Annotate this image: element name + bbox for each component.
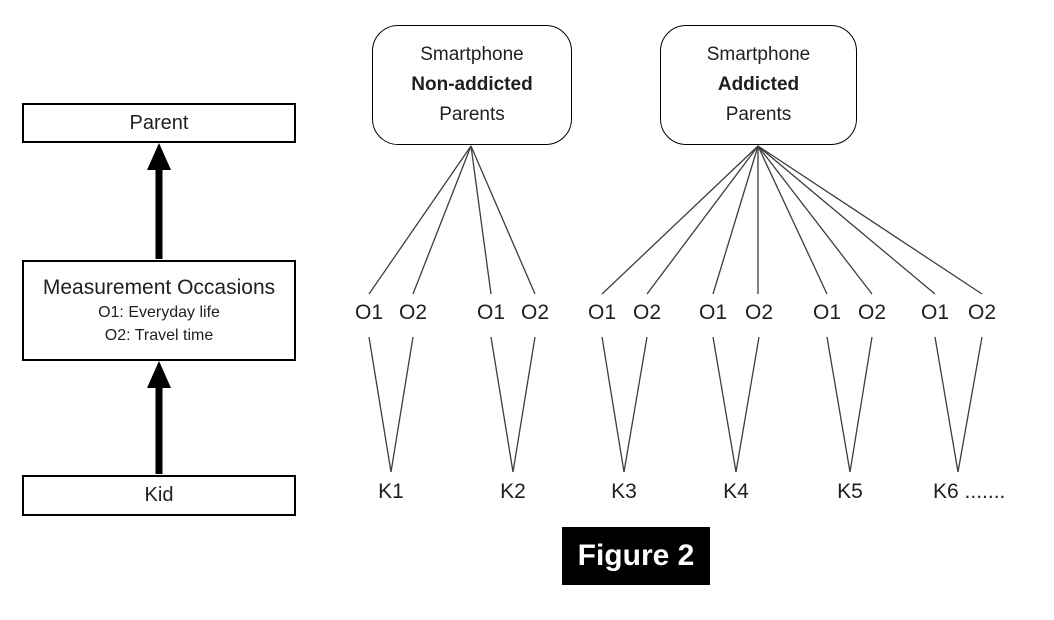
occasion-label-o1-k4: O1 xyxy=(698,301,728,324)
addicted-line3: Parents xyxy=(725,104,792,125)
kid-label-k3: K3 xyxy=(611,480,637,503)
arrow-measurement-to-parent xyxy=(147,143,171,259)
occasion-label-o1-k2: O1 xyxy=(476,301,506,324)
kid-label-k2: K2 xyxy=(500,480,526,503)
non-addicted-parents-box: Smartphone Non-addicted Parents xyxy=(372,25,572,145)
parent-box: Parent xyxy=(22,103,296,143)
measurement-occasions-box: Measurement Occasions O1: Everyday life … xyxy=(22,260,296,361)
kid-label-k4: K4 xyxy=(723,480,749,503)
occasion-label-o1-k6: O1 xyxy=(920,301,950,324)
arrow-kid-to-measurement xyxy=(147,361,171,474)
kid-label-k6: K6 ....... xyxy=(933,480,1006,503)
non-addicted-line1: Smartphone xyxy=(420,44,524,65)
occasion-label-o2-k1: O2 xyxy=(398,301,428,324)
occasion-label-o2-k5: O2 xyxy=(857,301,887,324)
occasion-label-o1-k3: O1 xyxy=(587,301,617,324)
non-addicted-line2: Non-addicted xyxy=(411,74,533,95)
measurement-o2-desc: O2: Travel time xyxy=(104,327,214,344)
occasion-label-o2-k3: O2 xyxy=(632,301,662,324)
v-lines-kids xyxy=(368,336,983,473)
measurement-title: Measurement Occasions xyxy=(42,276,276,299)
occasion-label-o2-k4: O2 xyxy=(744,301,774,324)
figure-caption: Figure 2 xyxy=(577,539,695,572)
occasion-label-o2-k2: O2 xyxy=(520,301,550,324)
kid-label-k1: K1 xyxy=(378,480,404,503)
parent-label: Parent xyxy=(129,111,189,134)
addicted-parents-box: Smartphone Addicted Parents xyxy=(660,25,857,145)
figure-caption-box: Figure 2 xyxy=(562,527,710,585)
occasion-label-o1-k5: O1 xyxy=(812,301,842,324)
measurement-o1-desc: O1: Everyday life xyxy=(98,304,220,321)
kid-box: Kid xyxy=(22,475,296,516)
kid-label: Kid xyxy=(144,484,174,506)
fan-lines-addicted xyxy=(601,145,983,295)
kid-label-k5: K5 xyxy=(837,480,863,503)
non-addicted-line3: Parents xyxy=(439,104,505,125)
addicted-line1: Smartphone xyxy=(706,44,811,65)
addicted-line2: Addicted xyxy=(717,74,800,95)
occasion-label-o1-k1: O1 xyxy=(354,301,384,324)
occasion-label-o2-k6: O2 xyxy=(967,301,997,324)
fan-lines-non-addicted xyxy=(368,145,536,295)
